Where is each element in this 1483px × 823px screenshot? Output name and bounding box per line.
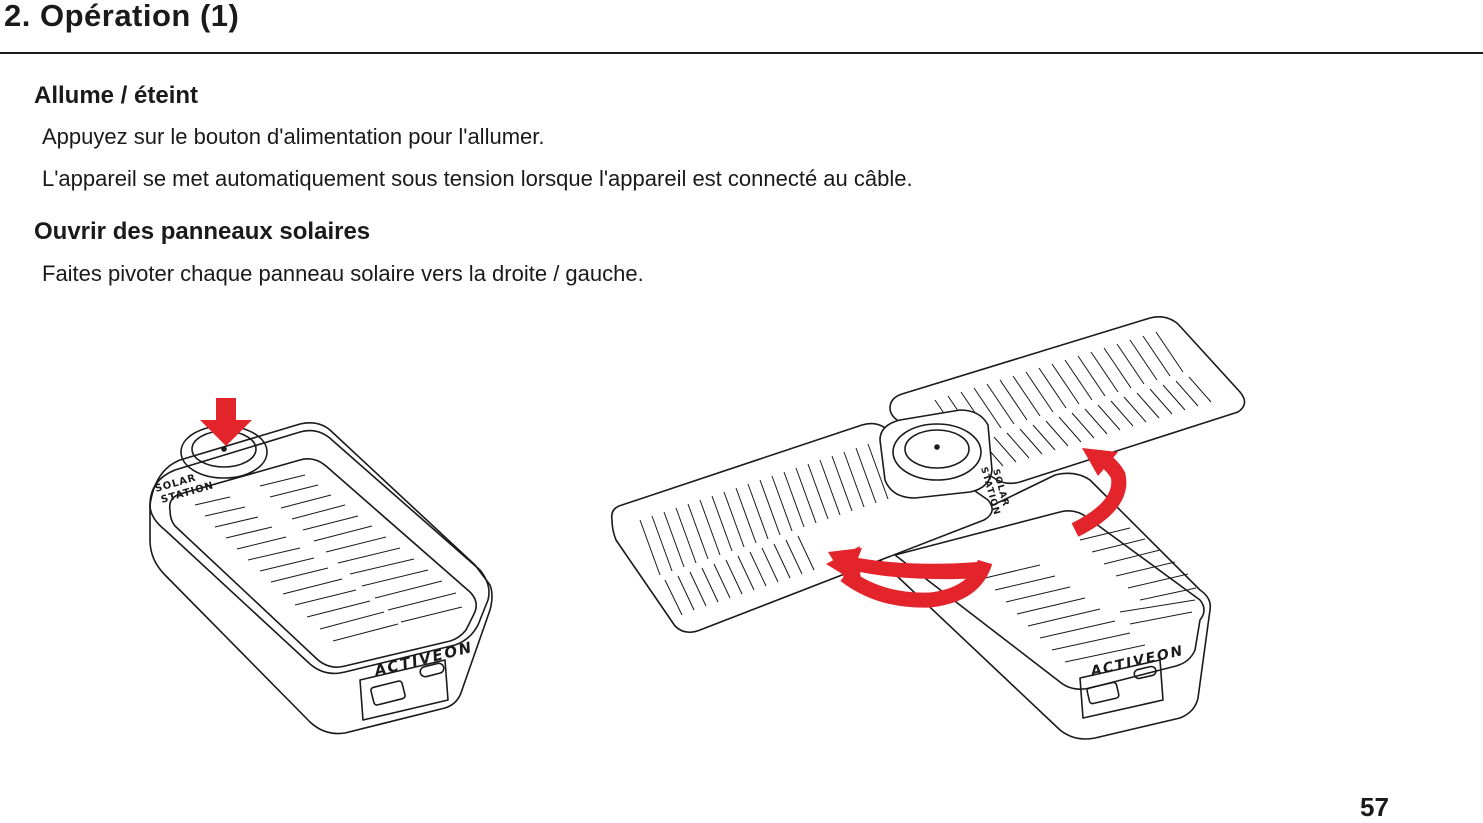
open-device-body [879,472,1212,740]
section-heading-power: Allume / éteint [34,82,199,109]
panels-instruction-line: Faites pivoter chaque panneau solaire ve… [42,261,644,286]
open-device-usbc-port [1133,665,1157,680]
closed-device-solar-panel [168,458,478,668]
closed-device [149,422,493,735]
rotate-right-arrowhead [1082,448,1118,476]
rotate-left-arrow-body [840,559,993,608]
page-title: 2. Opération (1) [4,0,240,33]
page-number: 57 [1360,792,1389,822]
open-device [610,316,1246,740]
section-heading-panels: Ouvrir des panneaux solaires [34,218,371,245]
open-device-port-panel [1079,659,1164,719]
closed-device-usbc-port [419,662,445,678]
rotate-left-arrow [826,546,982,586]
closed-device-brand: ACTIVEON [372,638,475,680]
open-device-brand: ACTIVEON [1088,643,1186,680]
press-down-arrow [200,398,252,446]
power-instruction-line-2: L'appareil se met automatiquement sous t… [42,166,913,191]
closed-device-body [149,422,493,735]
open-device-base-top [894,510,1205,690]
open-device-button [904,429,970,469]
open-device-usb-port [1086,681,1120,705]
open-device-button-ring [892,423,982,481]
power-instruction-line-1: Appuyez sur le bouton d'alimentation pou… [42,124,545,149]
closed-device-top [149,429,490,675]
rotate-left-arrowhead [828,548,862,584]
closed-device-usb-port [370,680,406,706]
title-divider [0,52,1483,54]
closed-device-port-panel [359,659,449,721]
